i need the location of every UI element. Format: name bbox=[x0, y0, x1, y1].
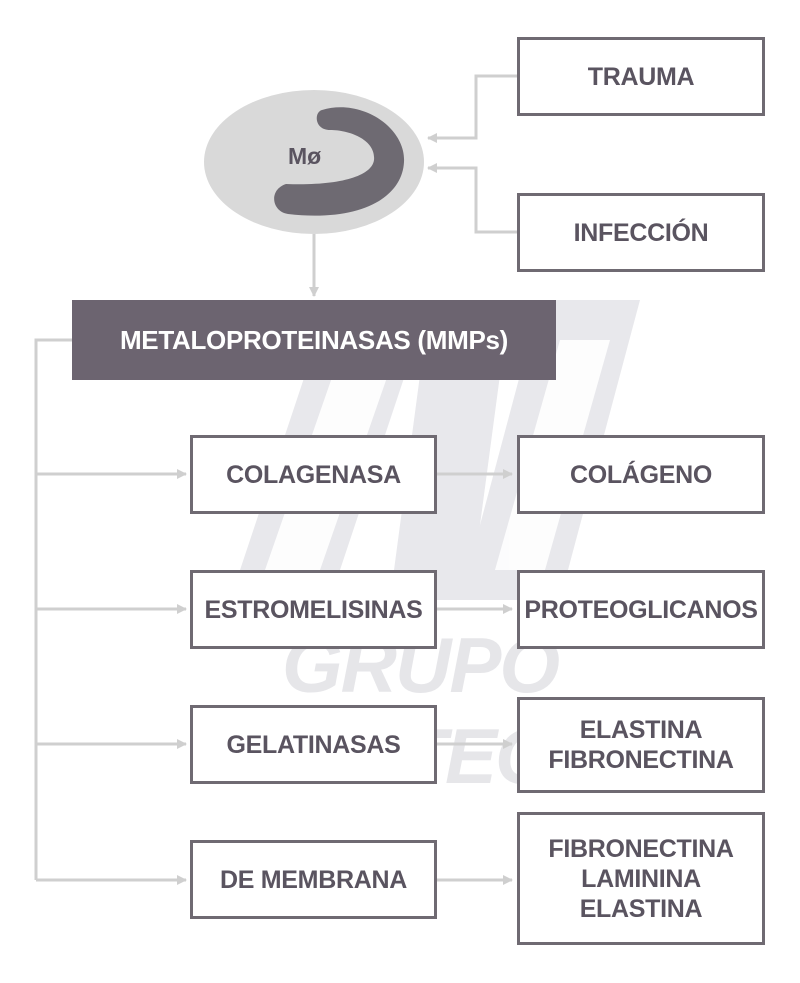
substrate-label: COLÁGENO bbox=[569, 460, 713, 489]
substrate-box-proteoglicanos: PROTEOGLICANOS bbox=[517, 570, 765, 649]
enzyme-box-colagenasa: COLAGENASA bbox=[190, 435, 437, 514]
arrow-trauma-to-cell bbox=[427, 74, 518, 143]
trunk-line bbox=[34, 338, 72, 880]
substrate-label: PROTEOGLICANOS bbox=[524, 595, 758, 624]
substrate-label: FIBRONECTINA LAMININA ELASTINA bbox=[548, 834, 734, 923]
enzyme-label: COLAGENASA bbox=[226, 460, 401, 489]
enzyme-label: DE MEMBRANA bbox=[220, 865, 407, 894]
substrate-box-elastina-fibronectina: ELASTINA FIBRONECTINA bbox=[517, 697, 765, 793]
substrate-label: ELASTINA FIBRONECTINA bbox=[548, 716, 734, 774]
enzyme-label: GELATINASAS bbox=[226, 730, 401, 759]
enzyme-box-gelatinasas: GELATINASAS bbox=[190, 705, 437, 784]
trauma-box: TRAUMA bbox=[517, 37, 765, 116]
trauma-label: TRAUMA bbox=[587, 62, 695, 91]
arrow-infeccion-to-cell bbox=[427, 163, 518, 234]
mmp-header-label: METALOPROTEINASAS (MMPs) bbox=[119, 324, 509, 355]
enzyme-box-de-membrana: DE MEMBRANA bbox=[190, 840, 437, 919]
infeccion-box: INFECCIÓN bbox=[517, 193, 765, 272]
substrate-box-fibronectina-laminina-elastina: FIBRONECTINA LAMININA ELASTINA bbox=[517, 812, 765, 945]
cell-label: Mø bbox=[288, 143, 322, 169]
enzyme-label: ESTROMELISINAS bbox=[204, 595, 423, 624]
substrate-box-colageno: COLÁGENO bbox=[517, 435, 765, 514]
cell-nucleus-icon bbox=[274, 107, 405, 216]
infeccion-label: INFECCIÓN bbox=[573, 218, 709, 247]
enzyme-box-estromelisinas: ESTROMELISINAS bbox=[190, 570, 437, 649]
mmp-header: METALOPROTEINASAS (MMPs) bbox=[72, 300, 556, 380]
